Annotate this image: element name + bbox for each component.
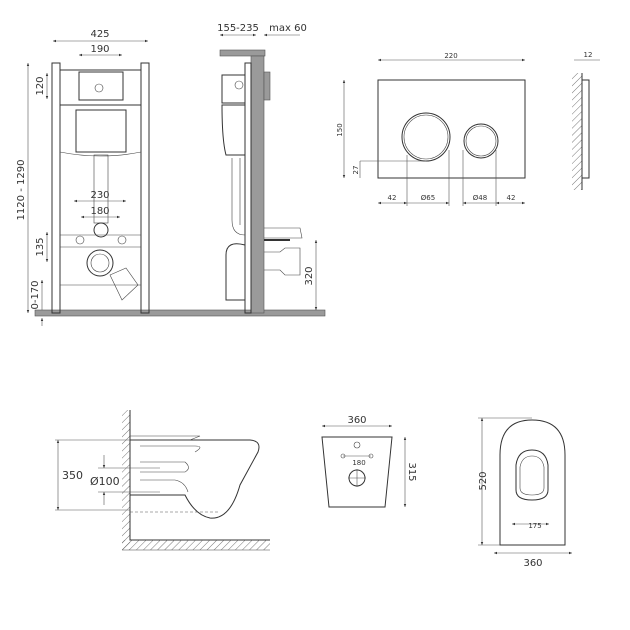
toilet-top-outline (499, 419, 566, 546)
dim-frame-height: 1120 - 1290 (16, 160, 27, 221)
dim-back-width: 360 (347, 415, 366, 426)
frame-side-view: 155-235 max 60 320 (217, 23, 318, 314)
dim-small-button: Ø48 (473, 194, 487, 202)
dim-plate-width: 190 (90, 44, 109, 55)
dim-toilet-length: 520 (478, 471, 489, 490)
dim-bolt-outer: 230 (90, 190, 109, 201)
dim-margin-right: 42 (507, 194, 516, 202)
dim-plate-thickness: 12 (584, 51, 593, 59)
dim-toilet-width: 360 (523, 558, 542, 569)
wall (250, 55, 265, 314)
toilet-back-view: 360 315 180 (321, 415, 417, 508)
toilet-bowl-side (130, 439, 260, 519)
dim-button-offset: 27 (352, 166, 360, 175)
dim-depth: 155-235 (217, 23, 259, 34)
dim-outlet-diameter: Ø100 (90, 475, 120, 488)
flush-plate (377, 79, 526, 179)
floor (34, 309, 326, 317)
toilet-back (321, 436, 393, 508)
frame-front-view: 425 190 120 1120 - 1290 230 180 135 0-17… (16, 29, 326, 326)
dim-plate-h: 150 (336, 123, 344, 136)
toilet-side-view: 350 Ø100 (55, 410, 270, 551)
dim-outlet-height: 135 (35, 237, 46, 256)
dim-big-button: Ø65 (421, 194, 435, 202)
dim-plate-height: 120 (35, 76, 46, 95)
dim-plate-w: 220 (444, 52, 457, 60)
dim-outlet-floor: 320 (304, 266, 315, 285)
dim-bolt-spacing: 180 (352, 459, 365, 467)
dim-margin-left: 42 (388, 194, 397, 202)
cistern (75, 109, 127, 153)
big-flush-button (401, 112, 451, 162)
small-flush-button (463, 123, 499, 159)
dim-bolt-inner: 180 (90, 206, 109, 217)
flush-plate-view: 220 150 27 42 Ø65 Ø48 42 12 (336, 51, 600, 206)
toilet-top-view: 520 175 360 (478, 417, 572, 569)
dim-max-wall: max 60 (269, 23, 307, 34)
dim-floor-adjust: 0-170 (30, 280, 41, 309)
dim-toilet-height: 350 (62, 469, 83, 482)
dim-seat-width: 175 (528, 522, 541, 530)
flush-opening (78, 71, 124, 101)
dim-frame-width: 425 (90, 29, 109, 40)
dim-back-depth: 315 (406, 462, 417, 481)
